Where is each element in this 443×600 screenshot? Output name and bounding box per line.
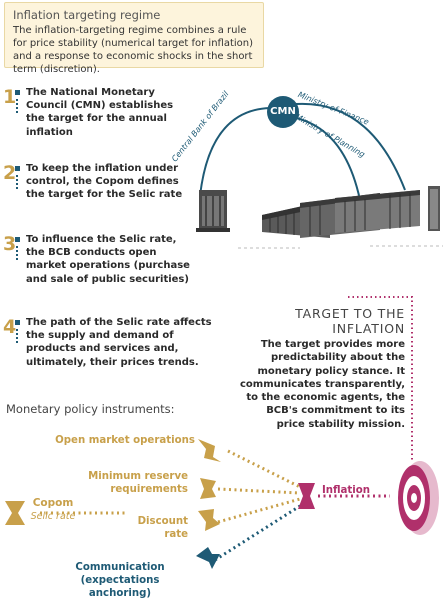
cmn-label: CMN — [270, 106, 296, 117]
step-4-dots — [16, 329, 20, 343]
step-3-dots — [16, 246, 20, 260]
target-text: The target provides more predictability … — [240, 339, 405, 430]
open-market-dots — [227, 449, 301, 489]
step-3-marker — [15, 237, 20, 242]
copom-label: Copom — [32, 497, 74, 509]
reserve-dots — [217, 487, 301, 495]
communication-label: Communication (expectations anchoring) — [50, 561, 190, 600]
open-market-arrow-icon — [198, 439, 221, 462]
discount-dots — [217, 497, 301, 524]
selic-label: Selic rate — [30, 511, 76, 522]
copom-arrow-icon — [5, 501, 25, 525]
intro-text: The inflation-targeting regime combines … — [13, 25, 254, 75]
arc-central-bank — [199, 107, 271, 197]
discount-label-line1: Discount — [137, 516, 188, 527]
inflation-label: Inflation — [321, 485, 371, 496]
discount-label-line2: rate — [164, 529, 188, 540]
arc-ministry-planning — [295, 117, 361, 201]
step-2-marker — [15, 166, 20, 171]
reserve-label: Minimum reserve requirements — [78, 470, 188, 496]
target-heading-line2: INFLATION — [332, 321, 405, 336]
communication-label-line2: (expectations anchoring) — [80, 575, 160, 599]
target-heading: TARGET TO THE INFLATION — [295, 306, 405, 336]
instruments-title: Monetary policy instruments: — [6, 402, 175, 416]
communication-arrow-icon — [196, 547, 220, 569]
step-1-number: 1 — [3, 86, 17, 108]
step-3-text: To influence the Selic rate, the BCB con… — [26, 234, 190, 285]
step-2-text: To keep the inflation under control, the… — [26, 163, 183, 201]
discount-label: Discount rate — [128, 515, 188, 541]
intro-box: Inflation targeting regime The inflation… — [4, 2, 264, 75]
reserve-label-line1: Minimum reserve — [88, 471, 188, 482]
step-1-text: The National Monetary Council (CMN) esta… — [26, 87, 174, 138]
step-1-marker — [15, 90, 20, 95]
target-connector — [348, 296, 413, 462]
open-market-label: Open market operations — [55, 435, 195, 446]
reserve-arrow-icon — [200, 478, 216, 499]
cmn-circle — [267, 96, 299, 128]
arc-ministry-finance — [295, 102, 406, 191]
step-4-text: The path of the Selic rate affects the s… — [26, 317, 212, 368]
inflation-arrow-icon — [298, 483, 315, 509]
step-3-number: 3 — [3, 233, 17, 255]
ministry-buildings — [262, 186, 440, 238]
communication-label-line1: Communication — [75, 562, 165, 573]
target-heading-line1: TARGET TO THE — [295, 306, 405, 321]
step-1-dots — [16, 99, 20, 113]
step-4-number: 4 — [3, 316, 17, 338]
building-stripes — [269, 193, 411, 236]
intro-title: Inflation targeting regime — [13, 8, 161, 22]
reserve-label-line2: requirements — [110, 484, 188, 495]
step-2-dots — [16, 175, 20, 189]
discount-arrow-icon — [198, 509, 220, 531]
target-icon — [398, 461, 439, 535]
communication-dots — [214, 504, 301, 562]
central-bank-building — [196, 190, 230, 232]
step-4-marker — [15, 320, 20, 325]
step-2-number: 2 — [3, 162, 17, 184]
